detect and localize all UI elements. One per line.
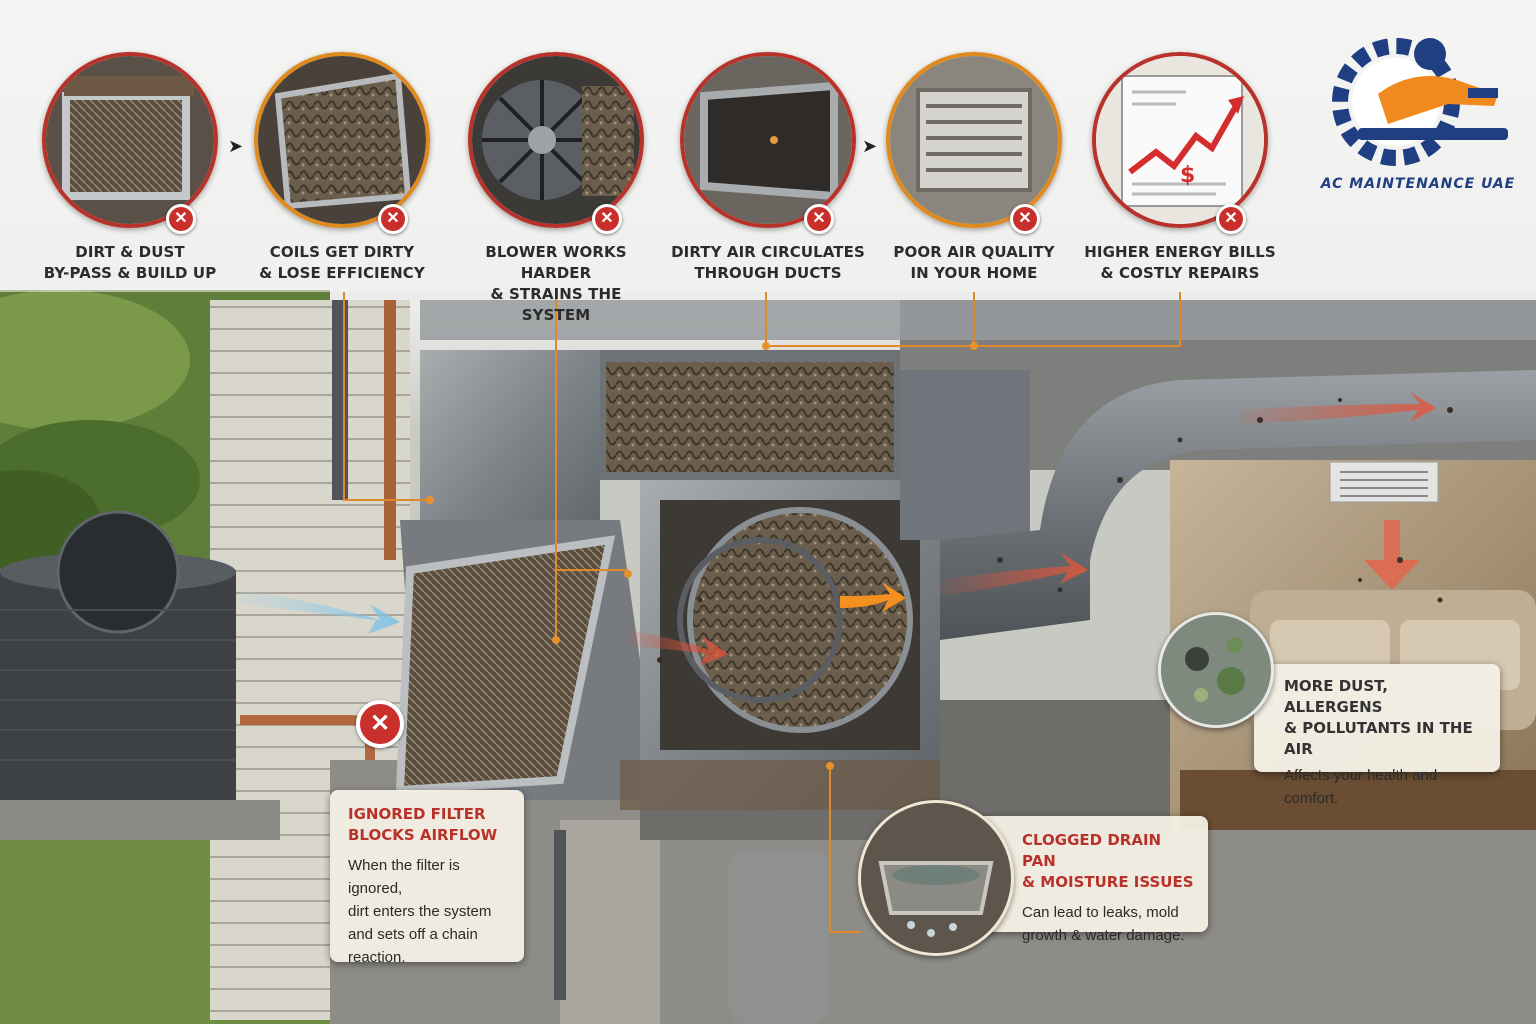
dirty-filter-icon [46, 56, 214, 224]
step-circle [254, 52, 430, 228]
x-mark-icon: ✕ [1216, 204, 1246, 234]
step-blower: ✕ BLOWER WORKS HARDER& STRAINS THE SYSTE… [456, 52, 656, 326]
arrow-right-icon: ➤ [862, 136, 878, 156]
step-circle [680, 52, 856, 228]
step-label: BLOWER WORKS HARDER& STRAINS THE SYSTEM [485, 243, 627, 324]
callout-title: CLOGGED DRAIN PAN& MOISTURE ISSUES [1022, 831, 1194, 891]
step-circle [468, 52, 644, 228]
arrow-right-icon: ➤ [228, 136, 244, 156]
blower-fan-icon [472, 56, 640, 224]
step-label: HIGHER ENERGY BILLS& COSTLY REPAIRS [1084, 243, 1276, 282]
dirty-coil-icon [258, 56, 426, 224]
air-vent-icon [890, 56, 1058, 224]
x-mark-icon: ✕ [166, 204, 196, 234]
germ-allergen-icon [1158, 612, 1274, 728]
step-circle [886, 52, 1062, 228]
x-mark-icon: ✕ [356, 700, 404, 748]
logo-text: AC MAINTENANCE UAE [1320, 176, 1516, 192]
callout-dust-allergens: MORE DUST, ALLERGENS& POLLUTANTS IN THE … [1254, 664, 1500, 807]
gear-technician-logo-icon [1332, 38, 1508, 166]
step-label: COILS GET DIRTY& LOSE EFFICIENCY [259, 243, 425, 282]
dirty-duct-icon [684, 56, 852, 224]
energy-bill-chart-icon: $ [1096, 56, 1264, 224]
step-circle: $ [1092, 52, 1268, 228]
step-energy-bills: $ ✕ HIGHER ENERGY BILLS& COSTLY REPAIRS [1080, 52, 1280, 284]
x-mark-icon: ✕ [804, 204, 834, 234]
x-mark-icon: ✕ [378, 204, 408, 234]
step-coils: ✕ COILS GET DIRTY& LOSE EFFICIENCY [242, 52, 442, 284]
dollar-sign: $ [1180, 163, 1195, 188]
x-mark-icon: ✕ [1010, 204, 1040, 234]
x-mark-icon: ✕ [592, 204, 622, 234]
step-circle [42, 52, 218, 228]
callout-body: When the filter is ignored,dirt enters t… [348, 857, 492, 966]
drain-pan-icon [858, 800, 1014, 956]
callout-title: MORE DUST, ALLERGENS& POLLUTANTS IN THE … [1284, 677, 1473, 758]
